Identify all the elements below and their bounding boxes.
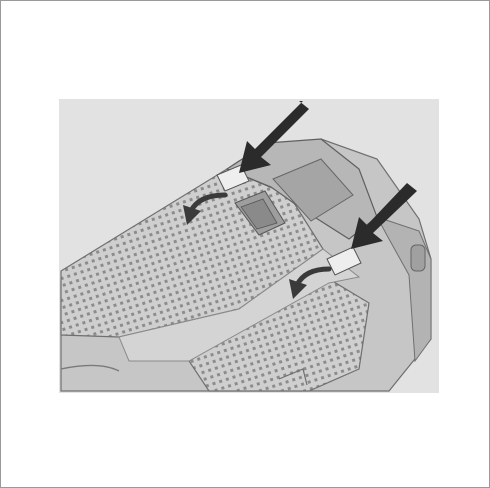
roller-slot (272, 158, 354, 222)
bottom-latch (278, 368, 308, 386)
down-arrow-icon (239, 101, 417, 249)
side-knob (410, 244, 426, 272)
rotate-arrowhead-icon (183, 205, 307, 299)
bottom-contour (60, 364, 120, 372)
printer-cover-illustration (59, 99, 439, 393)
printer-diagram (59, 99, 439, 393)
middle-panel (118, 248, 361, 362)
